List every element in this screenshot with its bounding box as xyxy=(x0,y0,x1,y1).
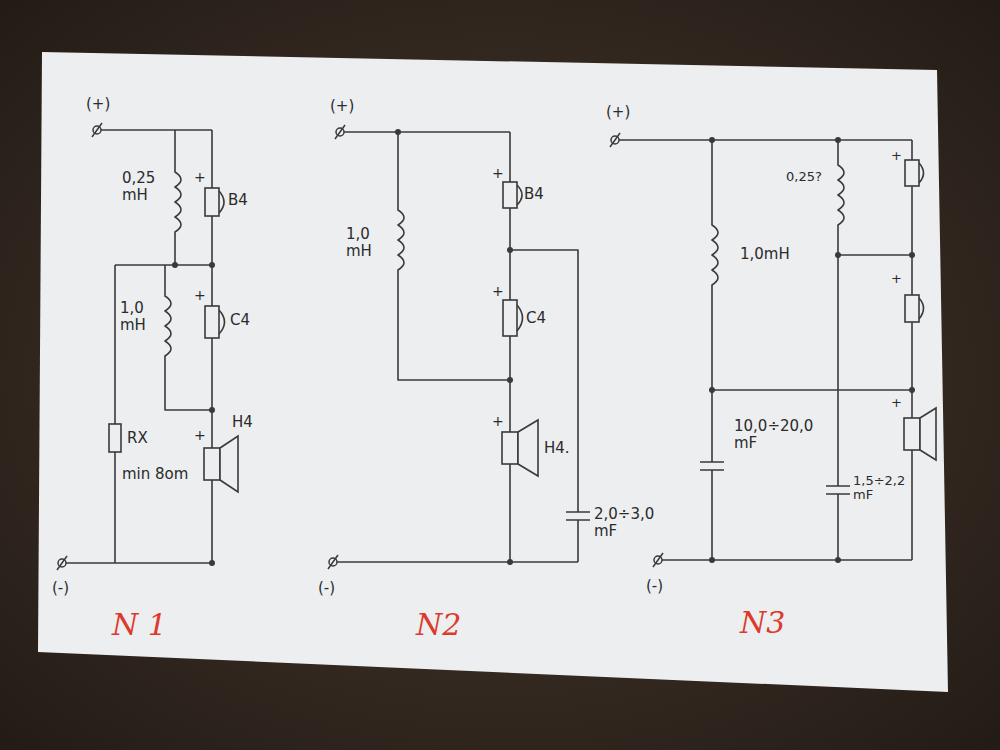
polarity-mark: + xyxy=(492,166,504,181)
polarity-mark: + xyxy=(492,414,504,429)
junction-dots xyxy=(172,129,915,566)
polarity-mark: + xyxy=(492,284,504,299)
component-value: 1,0 mH xyxy=(346,226,388,259)
component-value: 10,0÷20,0 mF xyxy=(734,418,816,451)
polarity-mark: + xyxy=(891,396,902,410)
speaker-name: B4 xyxy=(228,192,248,209)
component-value: 2,0÷3,0 mF xyxy=(594,506,656,539)
component-value: 0,25 mH xyxy=(122,170,166,203)
polarity-mark: + xyxy=(891,149,902,163)
speaker-name: C4 xyxy=(230,312,250,329)
speaker-name: H4. xyxy=(544,440,570,457)
component-value: 1,0 mH xyxy=(120,300,162,333)
component-name: RX xyxy=(127,430,148,447)
speaker-name: H4 xyxy=(232,414,253,431)
wires xyxy=(62,130,912,563)
circuit-number: N2 xyxy=(416,608,461,641)
component-value: min 8om xyxy=(122,466,202,483)
polarity-mark: + xyxy=(891,272,902,286)
terminal-label: (+) xyxy=(606,104,630,121)
terminal-label: (+) xyxy=(86,96,110,113)
circuit-number: N3 xyxy=(740,606,785,639)
terminal-label: (-) xyxy=(646,578,663,595)
component-symbols xyxy=(109,160,936,492)
polarity-mark: + xyxy=(194,170,206,185)
polarity-mark: + xyxy=(194,428,206,443)
paper-sheet xyxy=(38,52,948,692)
component-value: 1,5÷2,2 mF xyxy=(853,474,903,503)
terminal-label: (-) xyxy=(318,580,335,597)
component-value: 0,25? xyxy=(786,170,822,184)
terminal-label: (+) xyxy=(330,98,354,115)
speaker-name: B4 xyxy=(524,186,544,203)
polarity-mark: + xyxy=(194,288,206,303)
component-value: 1,0mH xyxy=(740,246,790,263)
terminals xyxy=(57,123,663,570)
circuit-number: N 1 xyxy=(112,608,167,641)
terminal-label: (-) xyxy=(52,580,69,597)
speaker-name: C4 xyxy=(526,310,546,327)
